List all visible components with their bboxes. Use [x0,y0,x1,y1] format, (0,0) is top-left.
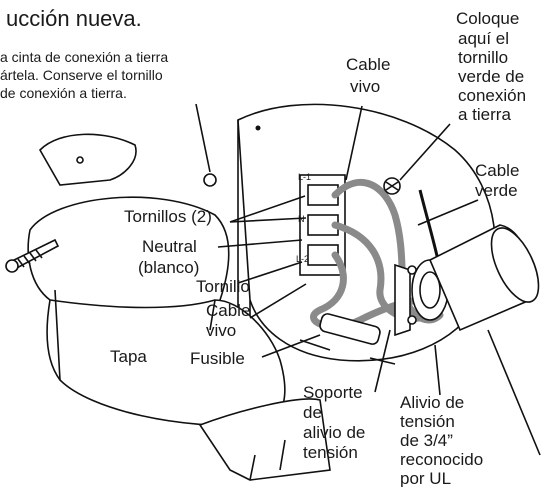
note-line-1: a cinta de conexión a tierra [0,49,168,65]
label-tapa: Tapa [110,347,147,366]
label-coloque-1: Coloque [456,9,519,28]
label-soporte-4: tensión [303,443,358,462]
strain-relief-screw-top [407,265,417,275]
screw-hole-top [255,125,261,131]
label-alivio-2: tensión [400,412,455,431]
label-neutral-2: (blanco) [138,258,199,277]
strain-relief-screw-bottom [407,315,417,325]
label-coloque-3: tornillo [458,48,508,67]
fuse-body [319,313,381,345]
title: ucción nueva. [6,6,142,31]
label-soporte-3: alivio de [303,423,365,442]
leader-lines [195,103,541,456]
label-tornillo: Tornillo [196,277,250,296]
label-neutral-1: Neutral [142,237,197,256]
label-alivio-5: por UL [400,469,451,487]
label-cable-vivo-bottom-2: vivo [206,321,236,340]
terminal-mark-l1: L-1 [298,172,311,182]
label-fusible: Fusible [190,349,245,368]
label-cable-vivo-top-2: vivo [350,77,380,96]
label-coloque-6: a tierra [458,105,511,124]
note-line-3: de conexión a tierra. [0,85,127,101]
power-cable [428,224,540,332]
label-alivio-3: de 3/4” [400,431,453,450]
note-line-2: ártela. Conserve el tornillo [0,67,163,83]
old-ground-screw [203,173,217,187]
cover-tapa [27,133,331,481]
label-coloque-2: aquí el [458,29,509,48]
cover-screw [5,238,60,273]
terminal-mark-l2: L-2 [296,254,309,264]
label-soporte-1: Soporte [303,383,363,402]
label-coloque-5: conexión [458,86,526,105]
label-soporte-2: de [303,403,322,422]
label-alivio-1: Alivio de [400,393,464,412]
label-cable-verde-2: verde [475,181,518,200]
label-coloque-4: verde de [458,67,524,86]
label-cable-vivo-bottom-1: Cable [206,301,250,320]
ground-screw [383,177,401,195]
label-cable-vivo-top-1: Cable [346,55,390,74]
label-alivio-4: reconocido [400,450,483,469]
label-cable-verde-1: Cable [475,161,519,180]
cover-hole [76,156,84,164]
label-tornillos: Tornillos (2) [124,207,212,226]
